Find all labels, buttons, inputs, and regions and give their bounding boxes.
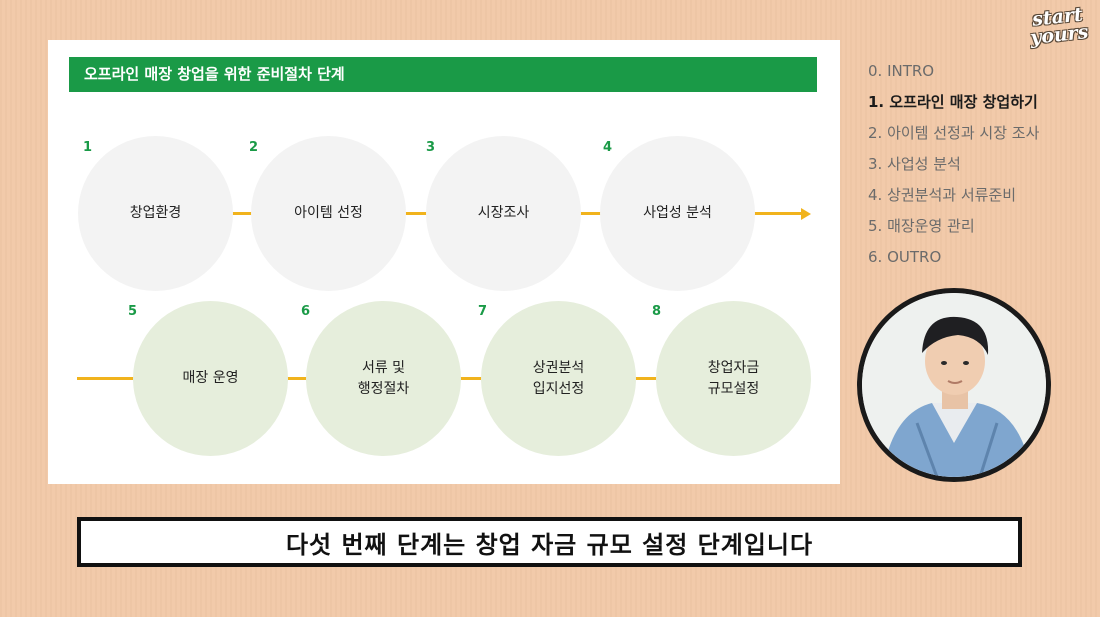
step-circle: 시장조사 — [426, 136, 581, 291]
step-number: 3 — [426, 140, 436, 155]
toc-item-commercial-area: 4. 상권분석과 서류준비 — [868, 186, 1017, 204]
step-circle: 서류 및 행정절차 — [306, 301, 461, 456]
start-yours-logo: start yours — [1022, 3, 1097, 59]
step-number: 4 — [603, 140, 613, 155]
connector-1-2 — [228, 212, 258, 215]
subtitle-caption: 다섯 번째 단계는 창업 자금 규모 설정 단계입니다 — [77, 517, 1022, 567]
step-circle: 창업환경 — [78, 136, 233, 291]
connector-2-3 — [403, 212, 433, 215]
toc-item-feasibility: 3. 사업성 분석 — [868, 155, 961, 173]
toc-item-item-selection: 2. 아이템 선정과 시장 조사 — [868, 124, 1040, 142]
toc-item-store-management: 5. 매장운영 관리 — [868, 217, 975, 235]
slide-title: 오프라인 매장 창업을 위한 준비절차 단계 — [69, 57, 817, 92]
step-number: 1 — [83, 140, 93, 155]
arrow-right-icon — [801, 207, 811, 220]
step-circle: 매장 운영 — [133, 301, 288, 456]
step-number: 5 — [128, 304, 138, 319]
step-number: 7 — [478, 304, 488, 319]
connector-3-4 — [578, 212, 608, 215]
presenter-avatar-icon — [862, 293, 1046, 477]
connector-4-out — [753, 212, 803, 215]
step-number: 6 — [301, 304, 311, 319]
toc-item-outro: 6. OUTRO — [868, 248, 942, 266]
step-number: 8 — [652, 304, 662, 319]
step-number: 2 — [249, 140, 259, 155]
toc-item-intro: 0. INTRO — [868, 62, 935, 80]
connector-6-7 — [458, 377, 488, 380]
step-circle: 사업성 분석 — [600, 136, 755, 291]
connector-in-5 — [77, 377, 137, 380]
step-circle: 상권분석 입지선정 — [481, 301, 636, 456]
step-circle: 아이템 선정 — [251, 136, 406, 291]
table-of-contents: 0. INTRO 1. 오프라인 매장 창업하기 2. 아이템 선정과 시장 조… — [868, 56, 1039, 273]
presenter-webcam — [857, 288, 1051, 482]
toc-item-offline-store: 1. 오프라인 매장 창업하기 — [868, 93, 1038, 111]
step-circle: 창업자금 규모설정 — [656, 301, 811, 456]
presentation-slide: 오프라인 매장 창업을 위한 준비절차 단계 1 창업환경 2 아이템 선정 3… — [48, 40, 840, 484]
connector-5-6 — [283, 377, 313, 380]
logo-line-2: yours — [1029, 21, 1090, 49]
connector-7-8 — [633, 377, 663, 380]
